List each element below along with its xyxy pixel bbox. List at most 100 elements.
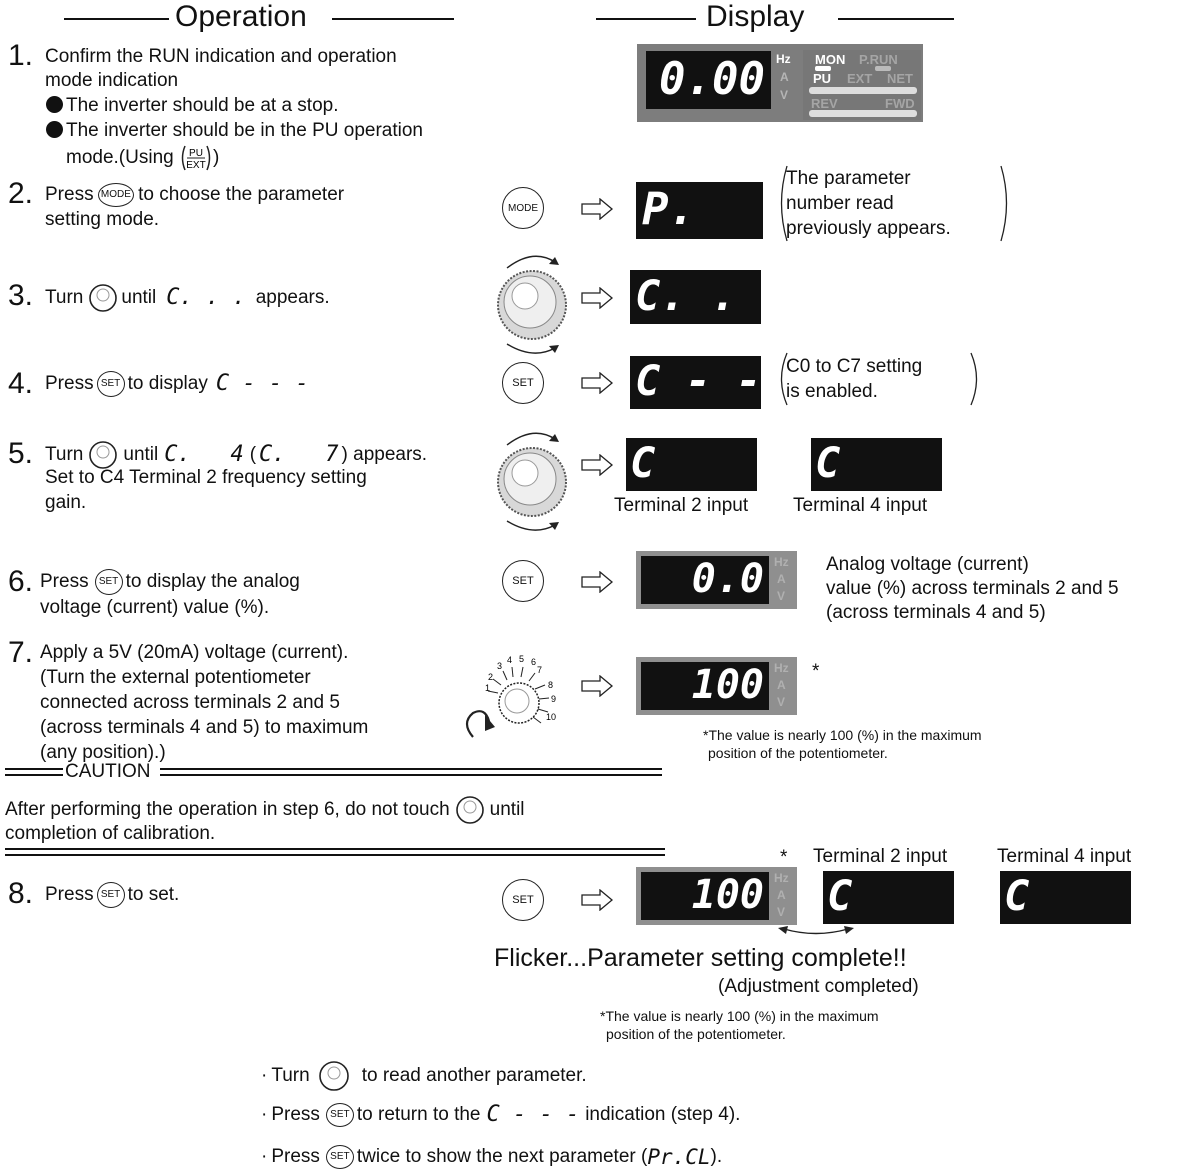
- dial-icon: [455, 796, 484, 824]
- lcd-screen-8a: [823, 871, 954, 924]
- set-button[interactable]: SET: [502, 362, 544, 404]
- operation-panel: 0.00 Hz A V MON P.RUN PU EXT NET REV FWD: [637, 44, 923, 122]
- caution-line1: After performing the operation in step 6…: [5, 795, 525, 825]
- step-4-number: 4.: [8, 367, 34, 400]
- lcd-value-5b: C 7: [815, 438, 1018, 487]
- dial-icon: [318, 1061, 349, 1091]
- indicator-rev: REV: [811, 96, 838, 111]
- lcd-value-3: C. . .: [635, 271, 787, 320]
- indicator-ext: EXT: [847, 71, 873, 86]
- display-8-note-2: position of the potentiometer.: [606, 1026, 786, 1042]
- set-key-icon: SET: [96, 882, 125, 908]
- prun-led: [875, 66, 891, 71]
- dial-icon: [89, 284, 118, 312]
- step-2-line1: Press MODE to choose the parameter: [45, 183, 345, 207]
- setting-dial[interactable]: [485, 425, 575, 537]
- svg-text:7: 7: [537, 665, 542, 675]
- operation-header: Operation: [175, 0, 307, 33]
- indicator-prun: P.RUN: [859, 52, 898, 67]
- set-button[interactable]: SET: [502, 560, 544, 602]
- step-3-line1: Turn until C. . . appears.: [45, 283, 330, 313]
- close-paren-icon: [970, 352, 978, 406]
- unit-hz: Hz: [774, 555, 789, 569]
- dial-icon: [89, 441, 118, 469]
- direction-led-bar: [809, 110, 917, 117]
- lcd-screen-6: [641, 556, 769, 604]
- arrow-icon: [581, 372, 614, 394]
- footer-line-1: ·Turn to read another parameter.: [261, 1060, 587, 1092]
- step-8-line1: Press SET to set.: [45, 882, 179, 908]
- open-paren-icon: [780, 165, 788, 242]
- lcd-screen-5b: [811, 438, 942, 491]
- arrow-icon: [581, 287, 614, 309]
- svg-text:5: 5: [519, 654, 524, 664]
- mon-led: [815, 66, 831, 71]
- bullet-icon: [46, 121, 63, 138]
- set-key-icon: SET: [94, 569, 123, 595]
- setting-dial[interactable]: [485, 248, 575, 360]
- display-7-star: *: [812, 661, 820, 682]
- display-8-note-1: *The value is nearly 100 (%) in the maxi…: [600, 1008, 879, 1024]
- lcd-screen-7: [641, 662, 769, 710]
- mode-led-bar: [809, 87, 917, 94]
- svg-text:6: 6: [531, 657, 536, 667]
- lcd-value-6: 0.0: [691, 556, 764, 602]
- mode-button[interactable]: MODE: [502, 187, 544, 229]
- pu-ext-key-icon: PU EXT: [181, 145, 211, 171]
- step-2-line2: setting mode.: [45, 209, 160, 230]
- svg-text:9: 9: [551, 694, 556, 704]
- bullet-icon: [46, 96, 63, 113]
- display-8-terminal-4-label: Terminal 4 input: [997, 846, 1132, 867]
- display-7-note-1: *The value is nearly 100 (%) in the maxi…: [703, 727, 982, 743]
- svg-text:EXT: EXT: [186, 160, 205, 171]
- arrow-icon: [581, 571, 614, 593]
- unit-v: V: [780, 88, 789, 102]
- step-8-number: 8.: [8, 877, 34, 910]
- c4-inline: C. 4: [164, 442, 244, 467]
- svg-text:PU: PU: [189, 148, 203, 159]
- display-8-star: *: [780, 847, 788, 868]
- step-1-line2: mode indication: [45, 70, 179, 91]
- caution-title: CAUTION: [65, 761, 151, 782]
- display-7-note-2: position of the potentiometer.: [708, 745, 888, 761]
- unit-hz: Hz: [774, 871, 789, 885]
- prcl-inline: Pr.CL: [647, 1145, 711, 1169]
- potentiometer-icon[interactable]: 1 2 3 4 5 6 7 8 9 10: [455, 645, 575, 760]
- unit-v: V: [777, 905, 786, 919]
- unit-v: V: [777, 695, 786, 709]
- flicker-arrow-icon: [778, 926, 854, 935]
- step-5-line3: gain.: [45, 492, 87, 513]
- c-dash-inline: C - - -: [215, 371, 309, 396]
- lcd-screen: [646, 51, 771, 109]
- step-7-number: 7.: [8, 636, 34, 669]
- lcd-screen-5a: [626, 438, 757, 491]
- lcd-value-8: 100: [691, 872, 764, 918]
- set-button[interactable]: SET: [502, 879, 544, 921]
- indicator-mon: MON: [815, 52, 846, 67]
- display-7-panel: 100 Hz A V: [636, 657, 797, 715]
- terminal-4-label: Terminal 4 input: [793, 495, 928, 516]
- unit-a: A: [780, 70, 789, 84]
- lcd-value-4: C - - -: [635, 356, 813, 405]
- set-key-icon: SET: [325, 1103, 354, 1127]
- svg-text:10: 10: [546, 712, 556, 722]
- step-4-line1: Press SET to display C - - -: [45, 371, 309, 397]
- step-1-line1: Confirm the RUN indication and operation: [45, 46, 397, 67]
- arrow-icon: [581, 454, 614, 476]
- display-6-note: Analog voltage (current)value (%) across…: [826, 554, 1119, 623]
- indicator-panel: MON P.RUN PU EXT NET REV FWD: [803, 50, 921, 120]
- display-header: Display: [706, 0, 805, 33]
- step-7-line3: connected across terminals 2 and 5: [40, 692, 340, 713]
- lcd-value-5a: C 4: [630, 438, 833, 487]
- lcd-screen-8b: [1000, 871, 1131, 924]
- indicator-fwd: FWD: [885, 96, 915, 111]
- c-dots-inline: C. . .: [166, 285, 246, 310]
- caution-line2: completion of calibration.: [5, 823, 216, 844]
- display-6-panel: 0.0 Hz A V: [636, 551, 797, 609]
- unit-a: A: [777, 572, 786, 586]
- footer-line-2: ·Press SET to return to the C - - - indi…: [261, 1102, 741, 1127]
- mode-key-icon: MODE: [97, 183, 134, 207]
- step-5-line1: Turn until C. 4 ( C. 7 ) appears.: [45, 440, 427, 470]
- lcd-screen-4: [630, 356, 761, 409]
